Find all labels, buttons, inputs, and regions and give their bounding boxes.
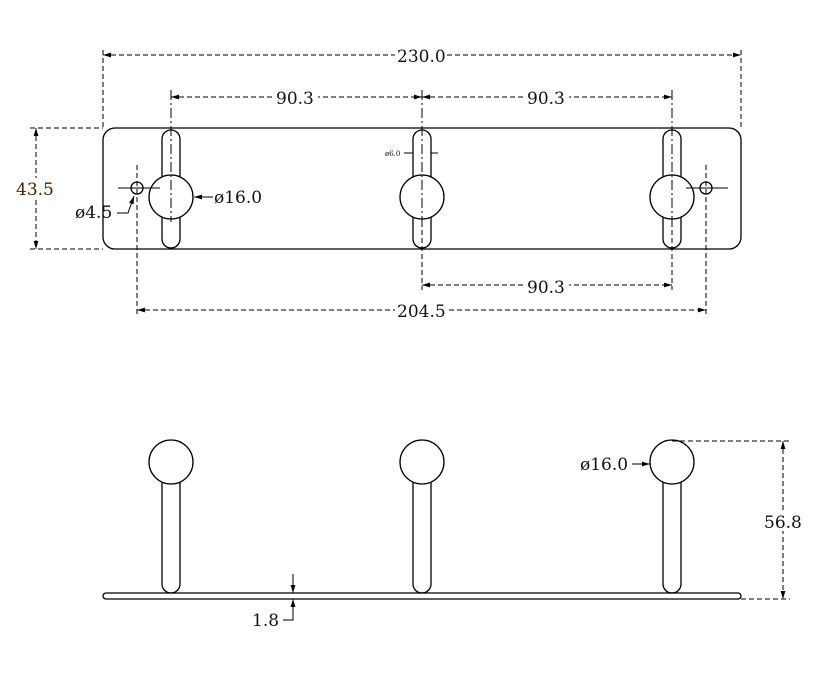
dim-hook-spacing-lower: 90.3 [527, 278, 565, 298]
hook-left [148, 90, 194, 249]
side-hook-left [148, 439, 194, 594]
mount-hole-right [686, 165, 728, 314]
dim-mount-hole-spacing: 204.5 [397, 302, 446, 322]
front-view: 230.0 90.3 90.3 90.3 204.5 43.5 ø4.5 ø16… [14, 46, 742, 322]
dim-ball-diameter-side: ø16.0 [580, 455, 628, 475]
dim-hook-spacing-right: 90.3 [527, 89, 565, 109]
hook-right [649, 90, 695, 290]
dim-plate-height: 43.5 [16, 180, 54, 200]
mount-hole-left [118, 165, 160, 314]
side-plate [102, 592, 742, 600]
dim-plate-thickness: 1.8 [252, 611, 279, 631]
dim-stem-diameter: ø6.0 [385, 150, 400, 158]
hook-middle [399, 90, 445, 290]
dim-ball-diameter-front: ø16.0 [214, 188, 262, 208]
dim-hook-spacing-left: 90.3 [276, 89, 314, 109]
dim-overall-length: 230.0 [397, 47, 446, 67]
side-hook-middle [399, 439, 445, 594]
side-hook-right [649, 439, 695, 594]
dim-hook-height: 56.8 [764, 513, 802, 533]
dim-mount-hole-diameter: ø4.5 [75, 203, 112, 223]
side-view: 56.8 ø16.0 1.8 [102, 439, 806, 631]
